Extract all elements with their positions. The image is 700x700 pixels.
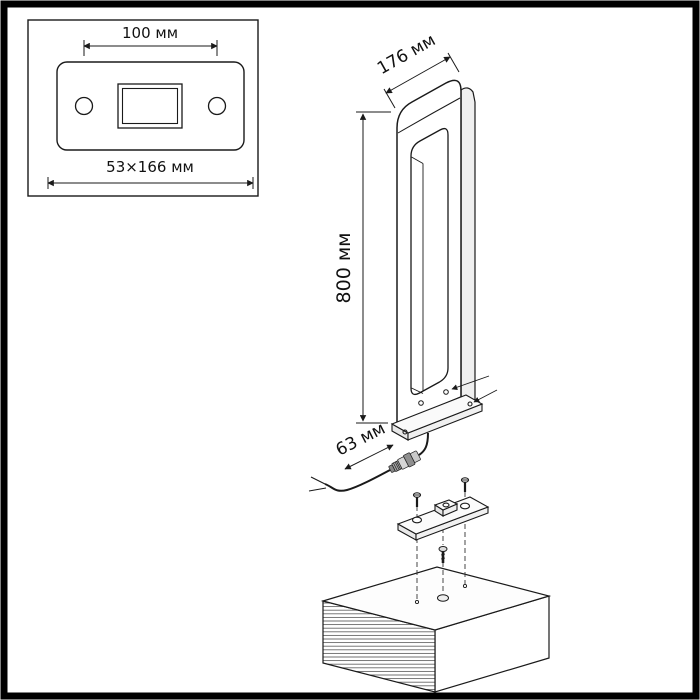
bollard-body (396, 79, 476, 426)
hole-spacing-dimension: 100 мм (83, 24, 218, 56)
cable-assembly (308, 432, 429, 492)
base-screw-right (467, 401, 473, 407)
mounting-face (56, 61, 245, 151)
drill-mark-left (414, 599, 420, 605)
left-hole (74, 96, 94, 116)
bollard-side-face (460, 87, 476, 408)
drill-mark-right (462, 583, 468, 589)
cable-upper (418, 432, 429, 456)
hole-spacing-label: 100 мм (122, 24, 178, 42)
cap-highlight-line (397, 97, 461, 134)
inset-frame (27, 19, 259, 197)
height-dimension-label: 800 мм (333, 233, 355, 304)
opening-depth-lines (411, 156, 424, 394)
plate-size-label: 53×166 мм (106, 158, 194, 176)
base-top-face (390, 394, 484, 434)
screw-leader-arrows (451, 375, 498, 403)
cable-lower (324, 469, 391, 492)
screw-left (412, 492, 422, 507)
anchor-hole (437, 594, 449, 602)
right-hole (207, 96, 227, 116)
plate-outline (56, 61, 245, 151)
anchor-screws (412, 477, 470, 563)
height-dimension: 800 мм (333, 111, 391, 424)
center-bolt (438, 546, 448, 563)
isometric-view: 63 мм 800 мм 176 мм (308, 30, 552, 693)
plate-hole-left (411, 516, 423, 524)
concrete-foundation (320, 566, 552, 693)
bollard-base-plate (390, 394, 484, 441)
mounting-plate (396, 496, 490, 541)
plate-size-dimension: 53×166 мм (47, 158, 254, 189)
stripped-wires (308, 476, 327, 492)
block-top-face (320, 566, 552, 631)
front-view-inset: 100 мм 53×166 мм (27, 19, 259, 197)
plate-hole-right (459, 502, 471, 510)
bollard-opening (410, 127, 449, 396)
window-outer (117, 83, 183, 129)
front-screws (418, 389, 449, 406)
window-inner (121, 87, 179, 125)
screw-right (460, 477, 470, 492)
base-screw-left (402, 429, 408, 435)
cable-connector (388, 450, 421, 473)
bracket-hole (442, 502, 450, 508)
